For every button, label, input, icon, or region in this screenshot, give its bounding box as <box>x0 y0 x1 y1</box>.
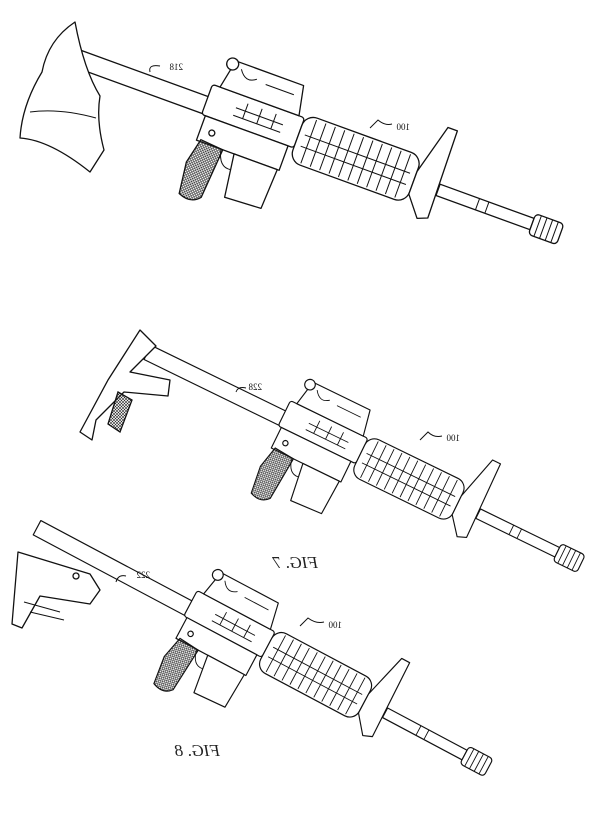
reference-numeral-rifle: 100 <box>396 122 410 132</box>
leader-arrow <box>419 431 443 441</box>
rifle-drawing <box>60 44 583 324</box>
collapsible-stock <box>11 551 101 629</box>
reference-numeral-rifle: 100 <box>446 433 460 443</box>
tool-head <box>79 329 171 441</box>
figure-8: 222 100 FIG. 8 <box>11 519 516 834</box>
reference-numeral-stock: 222 <box>137 570 151 580</box>
leader-arrow <box>299 617 325 627</box>
reference-numeral-stock: 228 <box>248 382 262 392</box>
rifle-drawing <box>32 519 516 834</box>
figure-axe-stock: 218 100 <box>19 21 583 324</box>
leader-arrow <box>369 119 393 129</box>
figure-7: 228 100 FIG. 7 <box>79 329 606 639</box>
figure-caption: FIG. 7 <box>271 553 319 572</box>
figure-caption: FIG. 8 <box>174 741 221 760</box>
reference-numeral-rifle: 100 <box>328 620 342 630</box>
rifle-drawing <box>143 344 606 639</box>
reference-numeral-stock: 218 <box>169 62 183 72</box>
axe-head <box>19 21 105 173</box>
